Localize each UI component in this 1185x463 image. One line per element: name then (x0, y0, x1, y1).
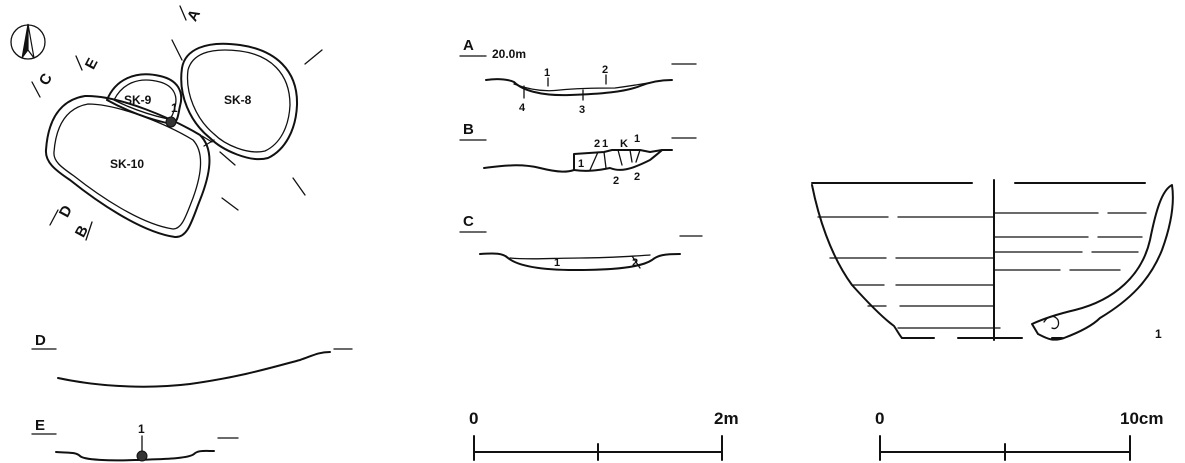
find-point (165, 116, 177, 128)
section-c-label: C (463, 213, 474, 230)
section-a-elevation: 20.0m (492, 47, 526, 61)
section-b-layer-2: 2 (594, 138, 600, 150)
section-b-label: B (463, 121, 474, 138)
pit-label-sk9: SK-9 (124, 93, 152, 107)
scale-bar-pottery-end: 10cm (1120, 409, 1163, 428)
pit-label-sk10: SK-10 (110, 157, 144, 171)
pottery-bowl-drawing: 1 (811, 179, 1174, 341)
pit-junction (201, 135, 215, 147)
section-letter-c: C (36, 71, 56, 89)
scale-bar-pottery-start: 0 (875, 409, 884, 428)
section-b-layer-2c: 2 (634, 171, 640, 183)
pit-sk10-outline (44, 94, 211, 239)
north-arrow-icon (10, 23, 46, 60)
section-letter-e: E (82, 55, 102, 72)
section-letter-d: D (56, 203, 76, 221)
section-b: B 2 1 K 1 1 2 2 (459, 121, 697, 187)
section-d-label: D (35, 332, 46, 349)
scale-bar-pottery: 0 10cm (875, 409, 1163, 461)
section-d: D (31, 332, 353, 388)
section-letter-b: B (72, 223, 92, 241)
pottery-number: 1 (1155, 327, 1162, 341)
pit-sk8-inner (186, 49, 291, 153)
pit-sk9-inner (113, 79, 177, 120)
section-c-layer-2: 2 (632, 257, 638, 269)
section-b-layer-1b: 1 (634, 133, 640, 145)
section-a: A 20.0m 1 2 3 4 (459, 37, 697, 116)
scale-bar-site: 0 2m (469, 409, 739, 461)
section-c-layer-1: 1 (554, 257, 560, 269)
section-b-layer-2b: 2 (613, 175, 619, 187)
section-a-layer-4: 4 (519, 102, 526, 114)
section-a-label: A (463, 37, 474, 54)
section-e-label: E (35, 417, 45, 434)
find-number: 1 (171, 101, 178, 115)
pit-sk8-outline (180, 42, 299, 161)
section-b-layer-1c: 1 (578, 158, 584, 170)
section-e: E 1 (31, 417, 239, 462)
scale-bar-site-start: 0 (469, 409, 478, 428)
pit-label-sk8: SK-8 (224, 93, 252, 107)
section-e-find-number: 1 (138, 422, 145, 436)
section-a-layer-2: 2 (602, 64, 608, 76)
section-e-find-point (136, 450, 148, 462)
pit-sk10-inner (53, 103, 202, 230)
section-b-layer-k: K (620, 138, 628, 150)
section-letter-a: A (184, 7, 204, 25)
plan-view: A E C D B SK-9 SK-8 SK-10 1 (10, 5, 323, 241)
section-markers (31, 5, 323, 241)
section-a-layer-1: 1 (544, 67, 550, 79)
section-a-layer-3: 3 (579, 104, 585, 116)
section-b-layer-1a: 1 (602, 138, 608, 150)
scale-bar-site-end: 2m (714, 409, 739, 428)
section-c: C 1 2 (459, 213, 703, 271)
